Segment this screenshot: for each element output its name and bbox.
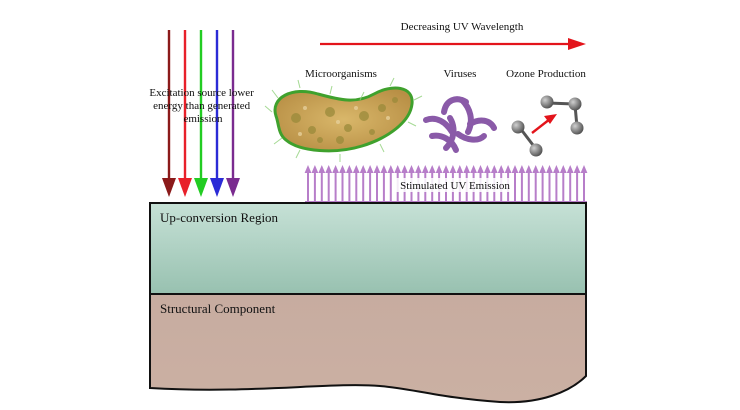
excitation-arrow-4 — [210, 30, 224, 197]
upconversion-label: Up-conversion Region — [160, 210, 279, 225]
excitation-label-line1: Excitation source lower — [149, 87, 254, 99]
uv-emission-arrow — [325, 165, 333, 202]
viruses-label: Viruses — [444, 68, 477, 80]
uv-emission-arrow — [546, 165, 553, 202]
uv-emission-arrow — [539, 165, 546, 202]
wavelength-label: Decreasing UV Wavelength — [401, 21, 524, 33]
microorganisms-label: Microorganisms — [305, 68, 377, 80]
uv-emission-arrow — [318, 165, 326, 202]
excitation-label-line2: energy than generated — [153, 100, 250, 112]
ozone-label: Ozone Production — [506, 68, 586, 80]
uv-emission-arrow — [346, 165, 353, 202]
uv-emission-arrow — [553, 165, 560, 202]
uv-emission-arrow — [352, 165, 360, 202]
excitation-arrows — [162, 30, 240, 197]
excitation-arrow-2 — [178, 30, 192, 197]
excitation-arrow-1 — [162, 30, 176, 197]
uv-emission-arrow — [380, 165, 388, 202]
stimulated-label: Stimulated UV Emission — [400, 180, 510, 192]
uv-emission-arrow — [304, 165, 312, 202]
ozone-reaction-arrow — [531, 118, 551, 134]
excitation-label-line3: emission — [183, 113, 223, 125]
ozone-molecule-icon — [511, 95, 584, 157]
uv-emission-arrow — [311, 165, 319, 202]
uv-emission-arrow — [518, 165, 526, 202]
uv-emission-arrow — [387, 165, 395, 202]
uv-emission-arrow — [532, 165, 540, 202]
excitation-label: Excitation source lower energy than gene… — [149, 87, 256, 125]
uv-emission-arrow — [511, 165, 519, 202]
excitation-arrow-5 — [226, 30, 240, 197]
uv-emission-arrow — [332, 165, 339, 202]
stimulated-label-backing — [396, 178, 514, 192]
uv-emission-arrow — [580, 165, 588, 202]
uv-emission-arrow — [373, 165, 381, 202]
uv-emission-arrow — [339, 165, 346, 202]
uv-emission-arrow — [359, 165, 367, 202]
uv-emission-arrow — [566, 165, 574, 202]
virus-icon — [423, 96, 497, 153]
uv-emission-arrow — [525, 165, 533, 202]
uv-emission-arrow — [366, 165, 374, 202]
upconversion-region — [149, 202, 587, 295]
structural-label: Structural Component — [160, 301, 276, 316]
uv-emission-arrow — [573, 165, 581, 202]
uv-emission-arrow — [559, 165, 567, 202]
excitation-arrow-3 — [194, 30, 208, 197]
structural-component — [149, 293, 587, 404]
microorganism-icon — [264, 77, 423, 162]
wavelength-arrow-head — [568, 38, 586, 50]
